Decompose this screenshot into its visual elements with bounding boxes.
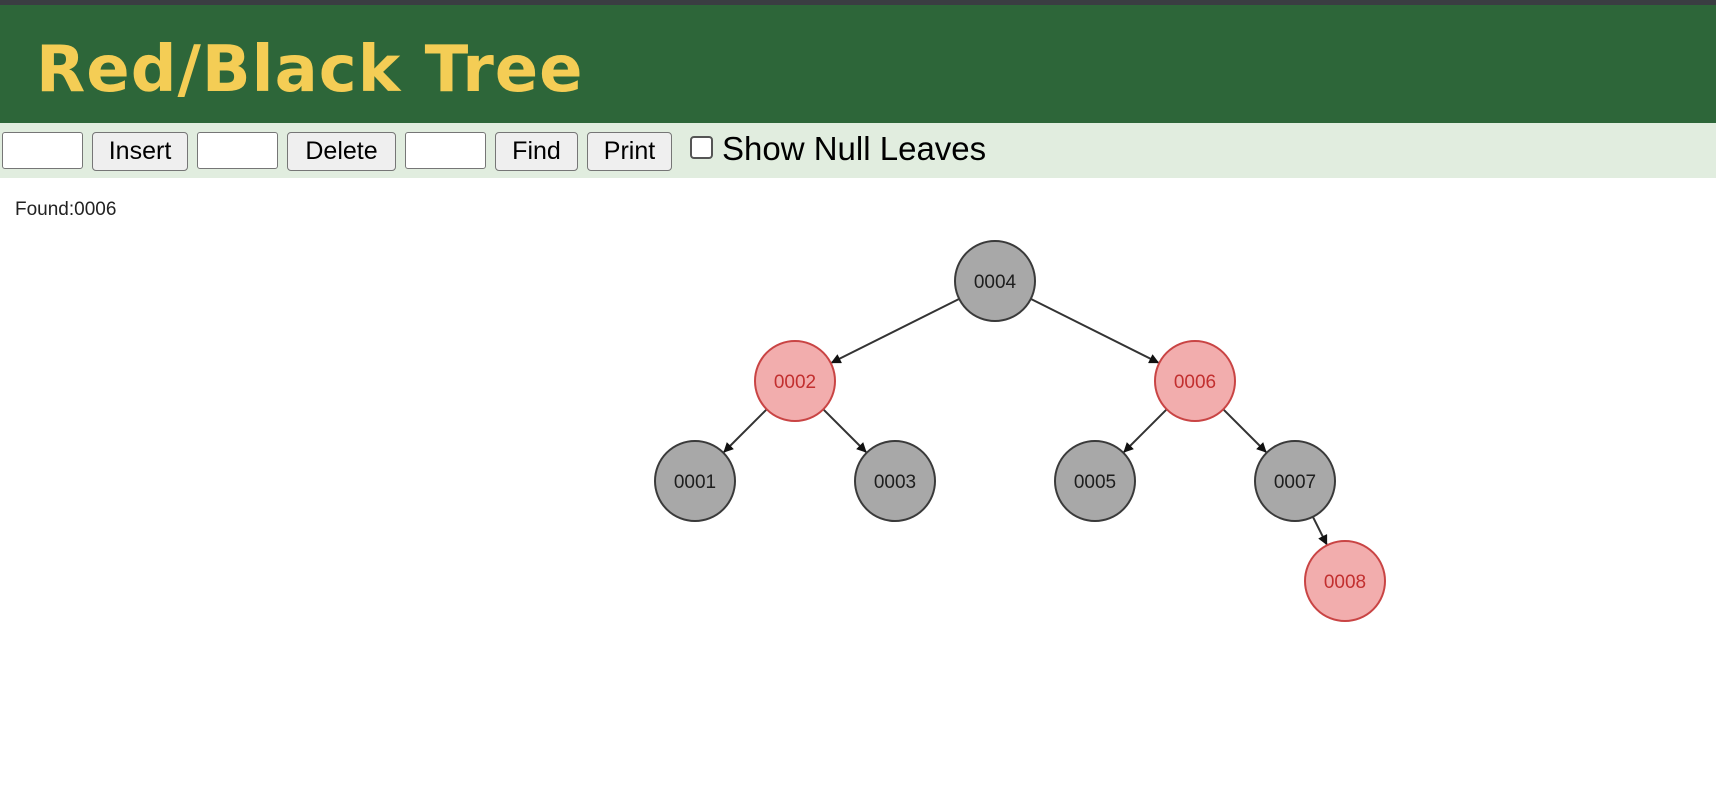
tree-node-circle (1254, 440, 1336, 522)
tree-edge-0002-0003 (822, 408, 867, 453)
tree-node-circle (954, 240, 1036, 322)
tree-edge-0006-0007 (1222, 408, 1267, 453)
print-button[interactable]: Print (587, 132, 672, 171)
find-button[interactable]: Find (495, 132, 578, 171)
page-header: Red/Black Tree (0, 5, 1716, 123)
page-title: Red/Black Tree (36, 33, 584, 107)
tree-node-0004[interactable]: 0004 (954, 240, 1036, 322)
tree-node-label: 0002 (774, 372, 816, 393)
tree-node-label: 0008 (1324, 572, 1366, 593)
tree-edge-0004-0002 (830, 297, 960, 364)
tree-edges (723, 297, 1328, 546)
tree-node-0005[interactable]: 0005 (1054, 440, 1136, 522)
tree-node-0007[interactable]: 0007 (1254, 440, 1336, 522)
tree-node-label: 0006 (1174, 372, 1216, 393)
toolbar: Insert Delete Find Print Show Null Leave… (0, 123, 1716, 178)
delete-button[interactable]: Delete (287, 132, 396, 171)
tree-nodes: 0004 0002 0001 0003 0006 0005 0007 0008 (654, 240, 1386, 622)
tree-node-label: 0004 (974, 272, 1017, 293)
tree-node-label: 0003 (874, 472, 916, 493)
tree-node-circle (1304, 540, 1386, 622)
tree-node-circle (1054, 440, 1136, 522)
find-input[interactable] (405, 132, 486, 169)
tree-node-circle (1154, 340, 1236, 422)
tree-node-0001[interactable]: 0001 (654, 440, 736, 522)
tree-edge-0006-0005 (1123, 408, 1168, 453)
tree-node-label: 0001 (674, 472, 716, 493)
tree-edge-0004-0006 (1030, 297, 1160, 364)
insert-input[interactable] (2, 132, 83, 169)
tree-node-0003[interactable]: 0003 (854, 440, 936, 522)
status-message: Found:0006 (15, 199, 117, 220)
tree-node-0002[interactable]: 0002 (754, 340, 836, 422)
tree-node-circle (854, 440, 936, 522)
tree-node-circle (754, 340, 836, 422)
tree-node-0006[interactable]: 0006 (1154, 340, 1236, 422)
tree-node-label: 0007 (1274, 472, 1316, 493)
tree-node-0008[interactable]: 0008 (1304, 540, 1386, 622)
tree-edge-0007-0008 (1311, 516, 1328, 546)
tree-node-label: 0005 (1074, 472, 1116, 493)
tree-node-circle (654, 440, 736, 522)
delete-input[interactable] (197, 132, 278, 169)
show-null-leaves-label: Show Null Leaves (722, 130, 987, 167)
show-null-leaves-checkbox[interactable] (690, 136, 713, 159)
tree-edge-0002-0001 (723, 408, 768, 453)
window-top-strip (0, 0, 1716, 5)
insert-button[interactable]: Insert (92, 132, 188, 171)
